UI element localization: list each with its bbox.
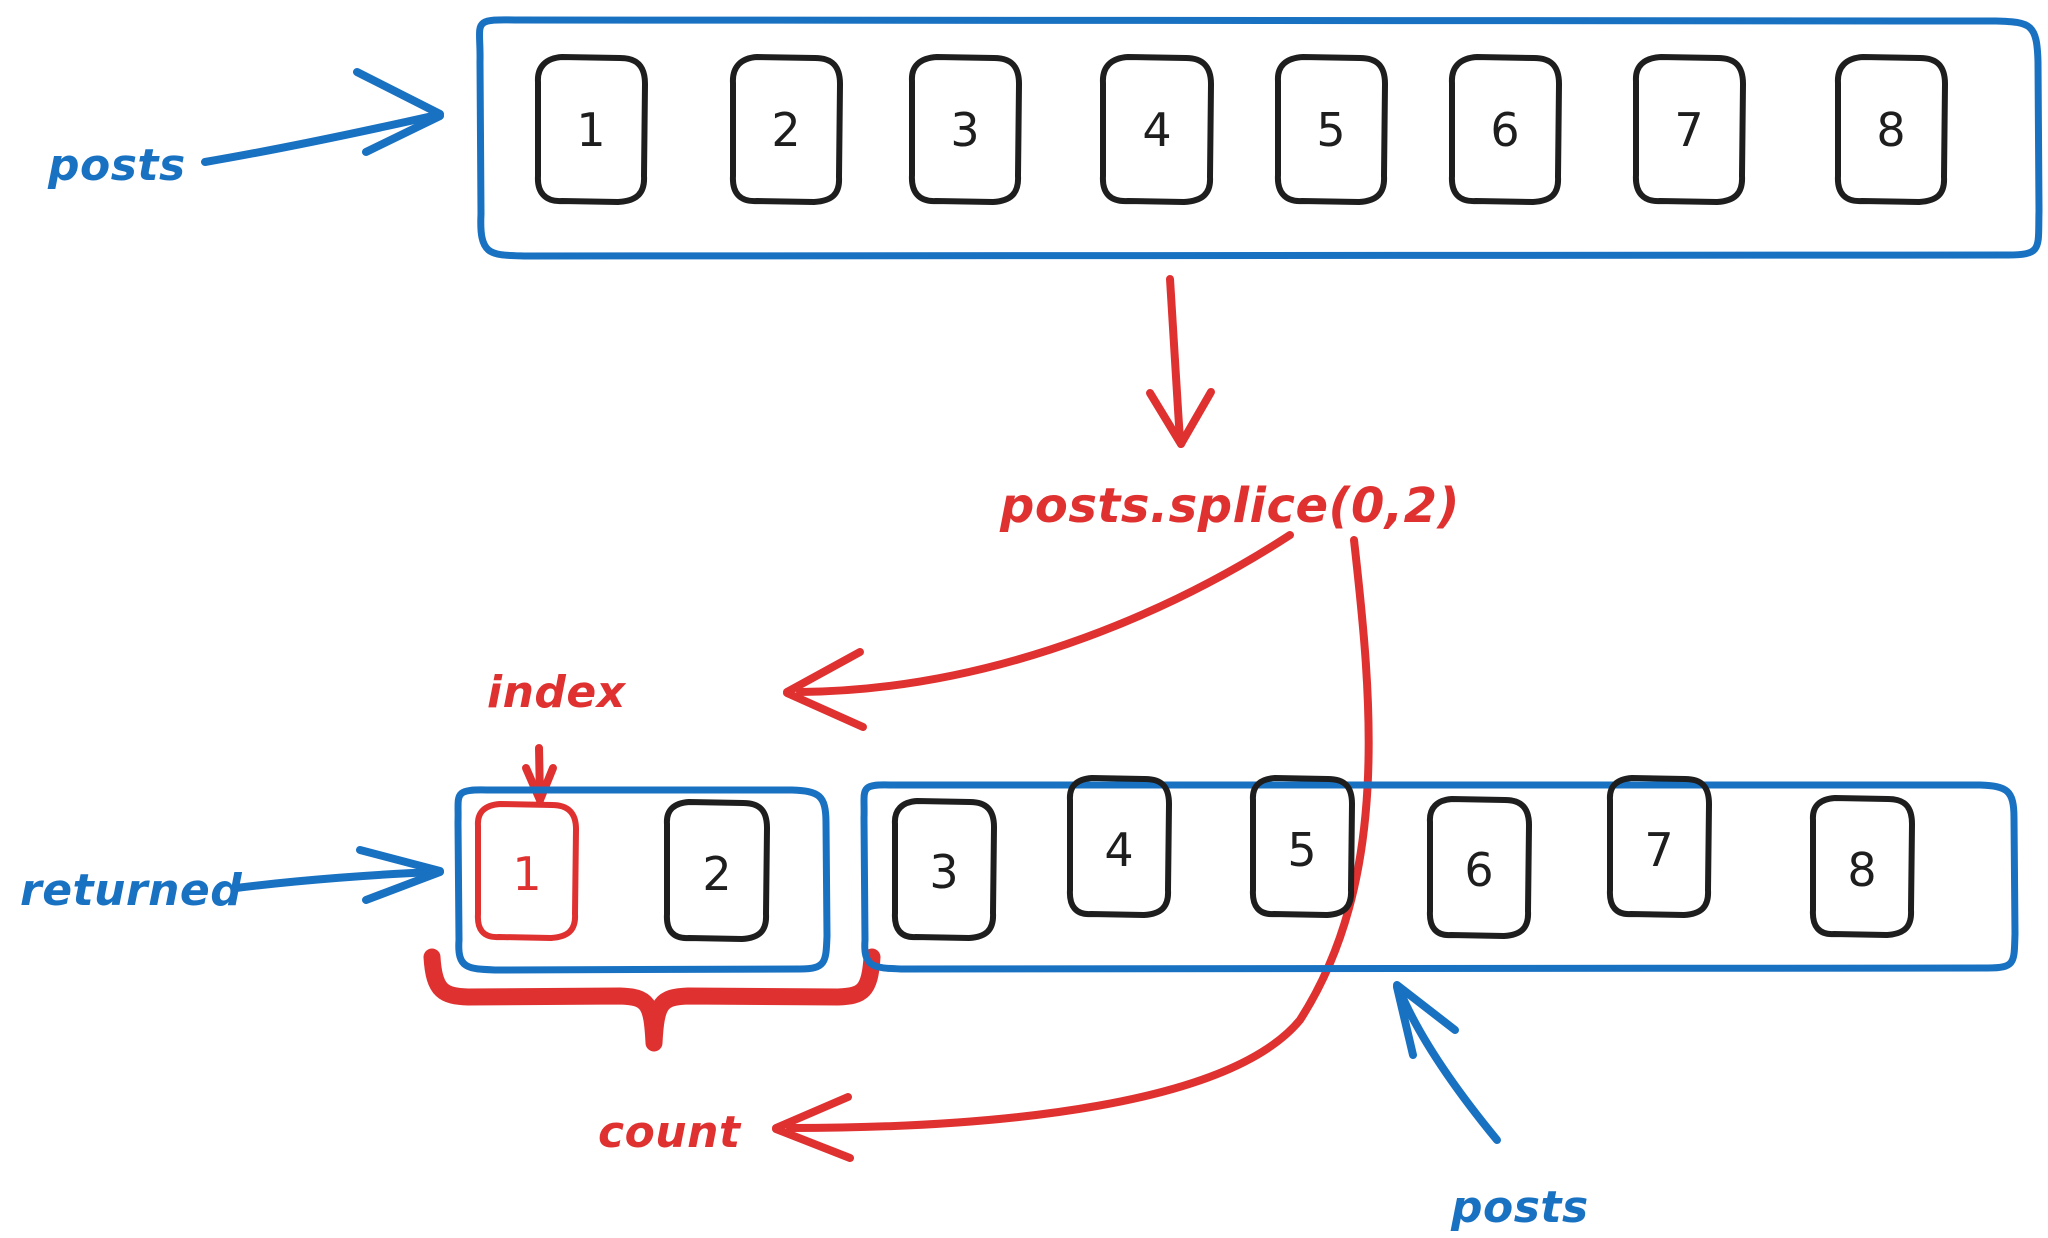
remaining-cell-4-value: 7 xyxy=(1644,823,1673,877)
posts-top-arrow xyxy=(201,68,444,166)
remaining-cell-1-value: 4 xyxy=(1104,823,1133,877)
remaining-cell-3: 6 xyxy=(1426,796,1532,939)
top-cell-5-value: 6 xyxy=(1490,103,1519,157)
top-cell-1-value: 2 xyxy=(771,103,800,157)
top-cell-4-value: 5 xyxy=(1316,103,1345,157)
count-label: count xyxy=(598,1107,742,1158)
top-cell-4: 5 xyxy=(1274,54,1388,205)
top-cell-0: 1 xyxy=(534,54,648,205)
remaining-cell-3-value: 6 xyxy=(1464,843,1493,897)
top-cell-2-value: 3 xyxy=(950,103,979,157)
returned-cell-1-value: 2 xyxy=(702,847,731,901)
remaining-array-container xyxy=(860,781,2019,973)
count-pointer-arrow: count xyxy=(598,536,1373,1162)
posts-top-label: posts xyxy=(47,140,186,191)
top-cell-0-value: 1 xyxy=(576,103,605,157)
top-array-container xyxy=(475,16,2043,260)
count-brace xyxy=(423,948,881,1052)
returned-array-group: 1 2 returned xyxy=(20,786,831,974)
remaining-cell-2-value: 5 xyxy=(1287,823,1316,877)
top-cell-3: 4 xyxy=(1099,54,1214,205)
index-label: index xyxy=(487,667,627,718)
returned-cell-1: 2 xyxy=(663,799,770,942)
top-cell-7-value: 8 xyxy=(1876,103,1905,157)
returned-array-container xyxy=(454,786,831,974)
top-cell-3-value: 4 xyxy=(1142,103,1171,157)
returned-cell-0-value: 1 xyxy=(512,847,541,901)
returned-label: returned xyxy=(20,865,242,916)
top-cell-6-value: 7 xyxy=(1674,103,1703,157)
posts-bottom-arrow xyxy=(1393,981,1501,1144)
remaining-cell-1: 4 xyxy=(1066,775,1172,918)
returned-arrow xyxy=(232,846,444,904)
remaining-cell-5: 8 xyxy=(1809,795,1915,938)
top-cell-5: 6 xyxy=(1448,54,1562,205)
top-cell-2: 3 xyxy=(908,54,1022,205)
remaining-cell-5-value: 8 xyxy=(1847,843,1876,897)
index-pointer-arrow: index xyxy=(487,531,1294,731)
remaining-cell-2: 5 xyxy=(1249,775,1355,918)
splice-operation-label: posts.splice(0,2) xyxy=(999,478,1460,534)
top-array-group: 1 2 3 4 5 xyxy=(47,16,2043,260)
top-cell-6: 7 xyxy=(1632,54,1746,205)
remaining-cell-4: 7 xyxy=(1606,775,1712,918)
remaining-cell-0: 3 xyxy=(891,798,997,941)
top-cell-1: 2 xyxy=(729,54,843,205)
splice-down-arrow xyxy=(1146,275,1215,448)
returned-cell-0: 1 xyxy=(474,801,579,941)
remaining-cell-0-value: 3 xyxy=(929,845,958,899)
top-cell-7: 8 xyxy=(1834,54,1948,205)
remaining-array-group: 3 4 5 6 7 xyxy=(860,775,2019,1233)
posts-bottom-label: posts xyxy=(1450,1182,1589,1233)
